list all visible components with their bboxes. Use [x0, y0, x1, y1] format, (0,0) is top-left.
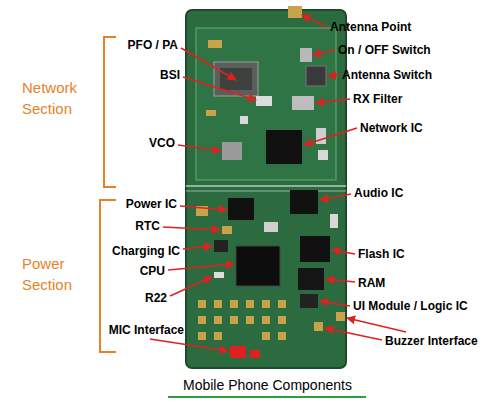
- section-label: Power Section: [22, 253, 102, 295]
- component-label: MIC Interface: [109, 323, 184, 337]
- component-label: Charging IC: [112, 244, 180, 258]
- component-label: Power IC: [126, 197, 177, 211]
- component-label: Flash IC: [358, 247, 405, 261]
- component-label: Buzzer Interface: [385, 334, 478, 348]
- component-label: PFO / PA: [128, 38, 178, 52]
- component-label: RAM: [358, 276, 385, 290]
- caption-underline: [168, 396, 366, 398]
- component-label: Antenna Switch: [342, 68, 432, 82]
- component-label: CPU: [140, 264, 165, 278]
- component-label: R22: [145, 291, 167, 305]
- component-label: Audio IC: [354, 186, 403, 200]
- component-label: RX Filter: [353, 92, 402, 106]
- component-label: BSI: [160, 68, 180, 82]
- component-label: Antenna Point: [330, 20, 411, 34]
- component-label: UI Module / Logic IC: [353, 299, 468, 313]
- component-label: On / OFF Switch: [338, 43, 431, 57]
- section-label: Network Section: [22, 77, 102, 119]
- component-label: VCO: [149, 136, 175, 150]
- circuit-board: [186, 6, 346, 368]
- section-bracket: [100, 37, 116, 352]
- caption: Mobile Phone Components: [183, 376, 352, 394]
- component-label: Network IC: [360, 121, 423, 135]
- component-label: RTC: [135, 219, 160, 233]
